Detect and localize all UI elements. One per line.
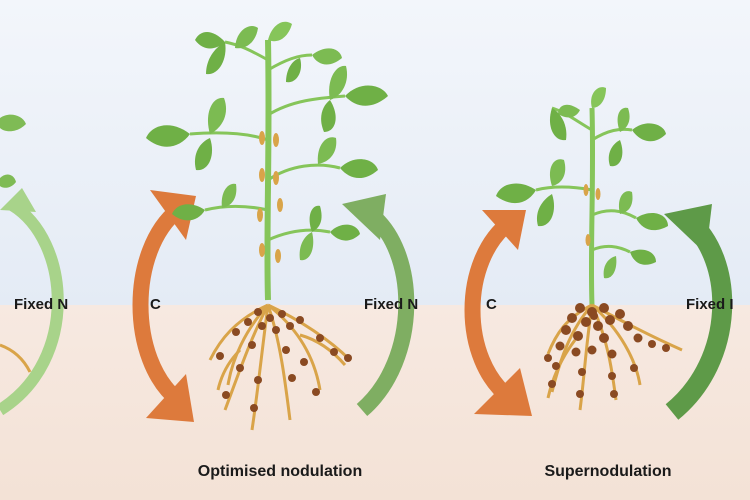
panel-middle: C Fixed N: [132, 21, 418, 480]
fixed-n-label-right: Fixed I: [686, 296, 734, 313]
c-label-right: C: [486, 296, 497, 313]
panel-right: C Fixed I: [464, 87, 734, 480]
panel-left: Fixed N: [0, 114, 68, 416]
leaves-middle: [146, 21, 388, 261]
caption-middle: Optimised nodulation: [198, 463, 362, 480]
c-arrow-middle: [132, 203, 184, 407]
fixed-n-arrowhead-right: [664, 204, 712, 254]
fixed-n-arrowhead-left: [0, 188, 36, 212]
fixed-n-arrow-middle: [356, 205, 415, 417]
stem-middle: [264, 39, 272, 301]
c-arrowhead-top-middle: [150, 190, 196, 240]
caption-right: Supernodulation: [544, 463, 671, 480]
stem-right: [588, 107, 596, 306]
c-label-middle: C: [150, 296, 161, 313]
fixed-n-label-middle: Fixed N: [364, 296, 418, 313]
sky-background: [0, 0, 750, 305]
nodules-middle: [216, 308, 352, 412]
nodules-right: [544, 303, 670, 398]
flowers-middle: [257, 131, 283, 263]
c-arrowhead-bottom-middle: [146, 374, 194, 422]
c-arrow-right: [464, 215, 516, 405]
leaf-left-edge: [0, 114, 26, 132]
leaves-right: [496, 87, 668, 279]
fixed-n-label-left: Fixed N: [14, 296, 68, 313]
fixed-n-arrowhead-middle: [342, 194, 386, 240]
root-left-edge: [0, 343, 32, 373]
leaf-left-edge-2: [0, 174, 16, 188]
flowers-right: [583, 184, 601, 246]
c-arrowhead-bottom-right: [474, 368, 532, 416]
c-arrowhead-top-right: [482, 210, 526, 250]
fixed-n-arrow-left: [0, 199, 64, 416]
